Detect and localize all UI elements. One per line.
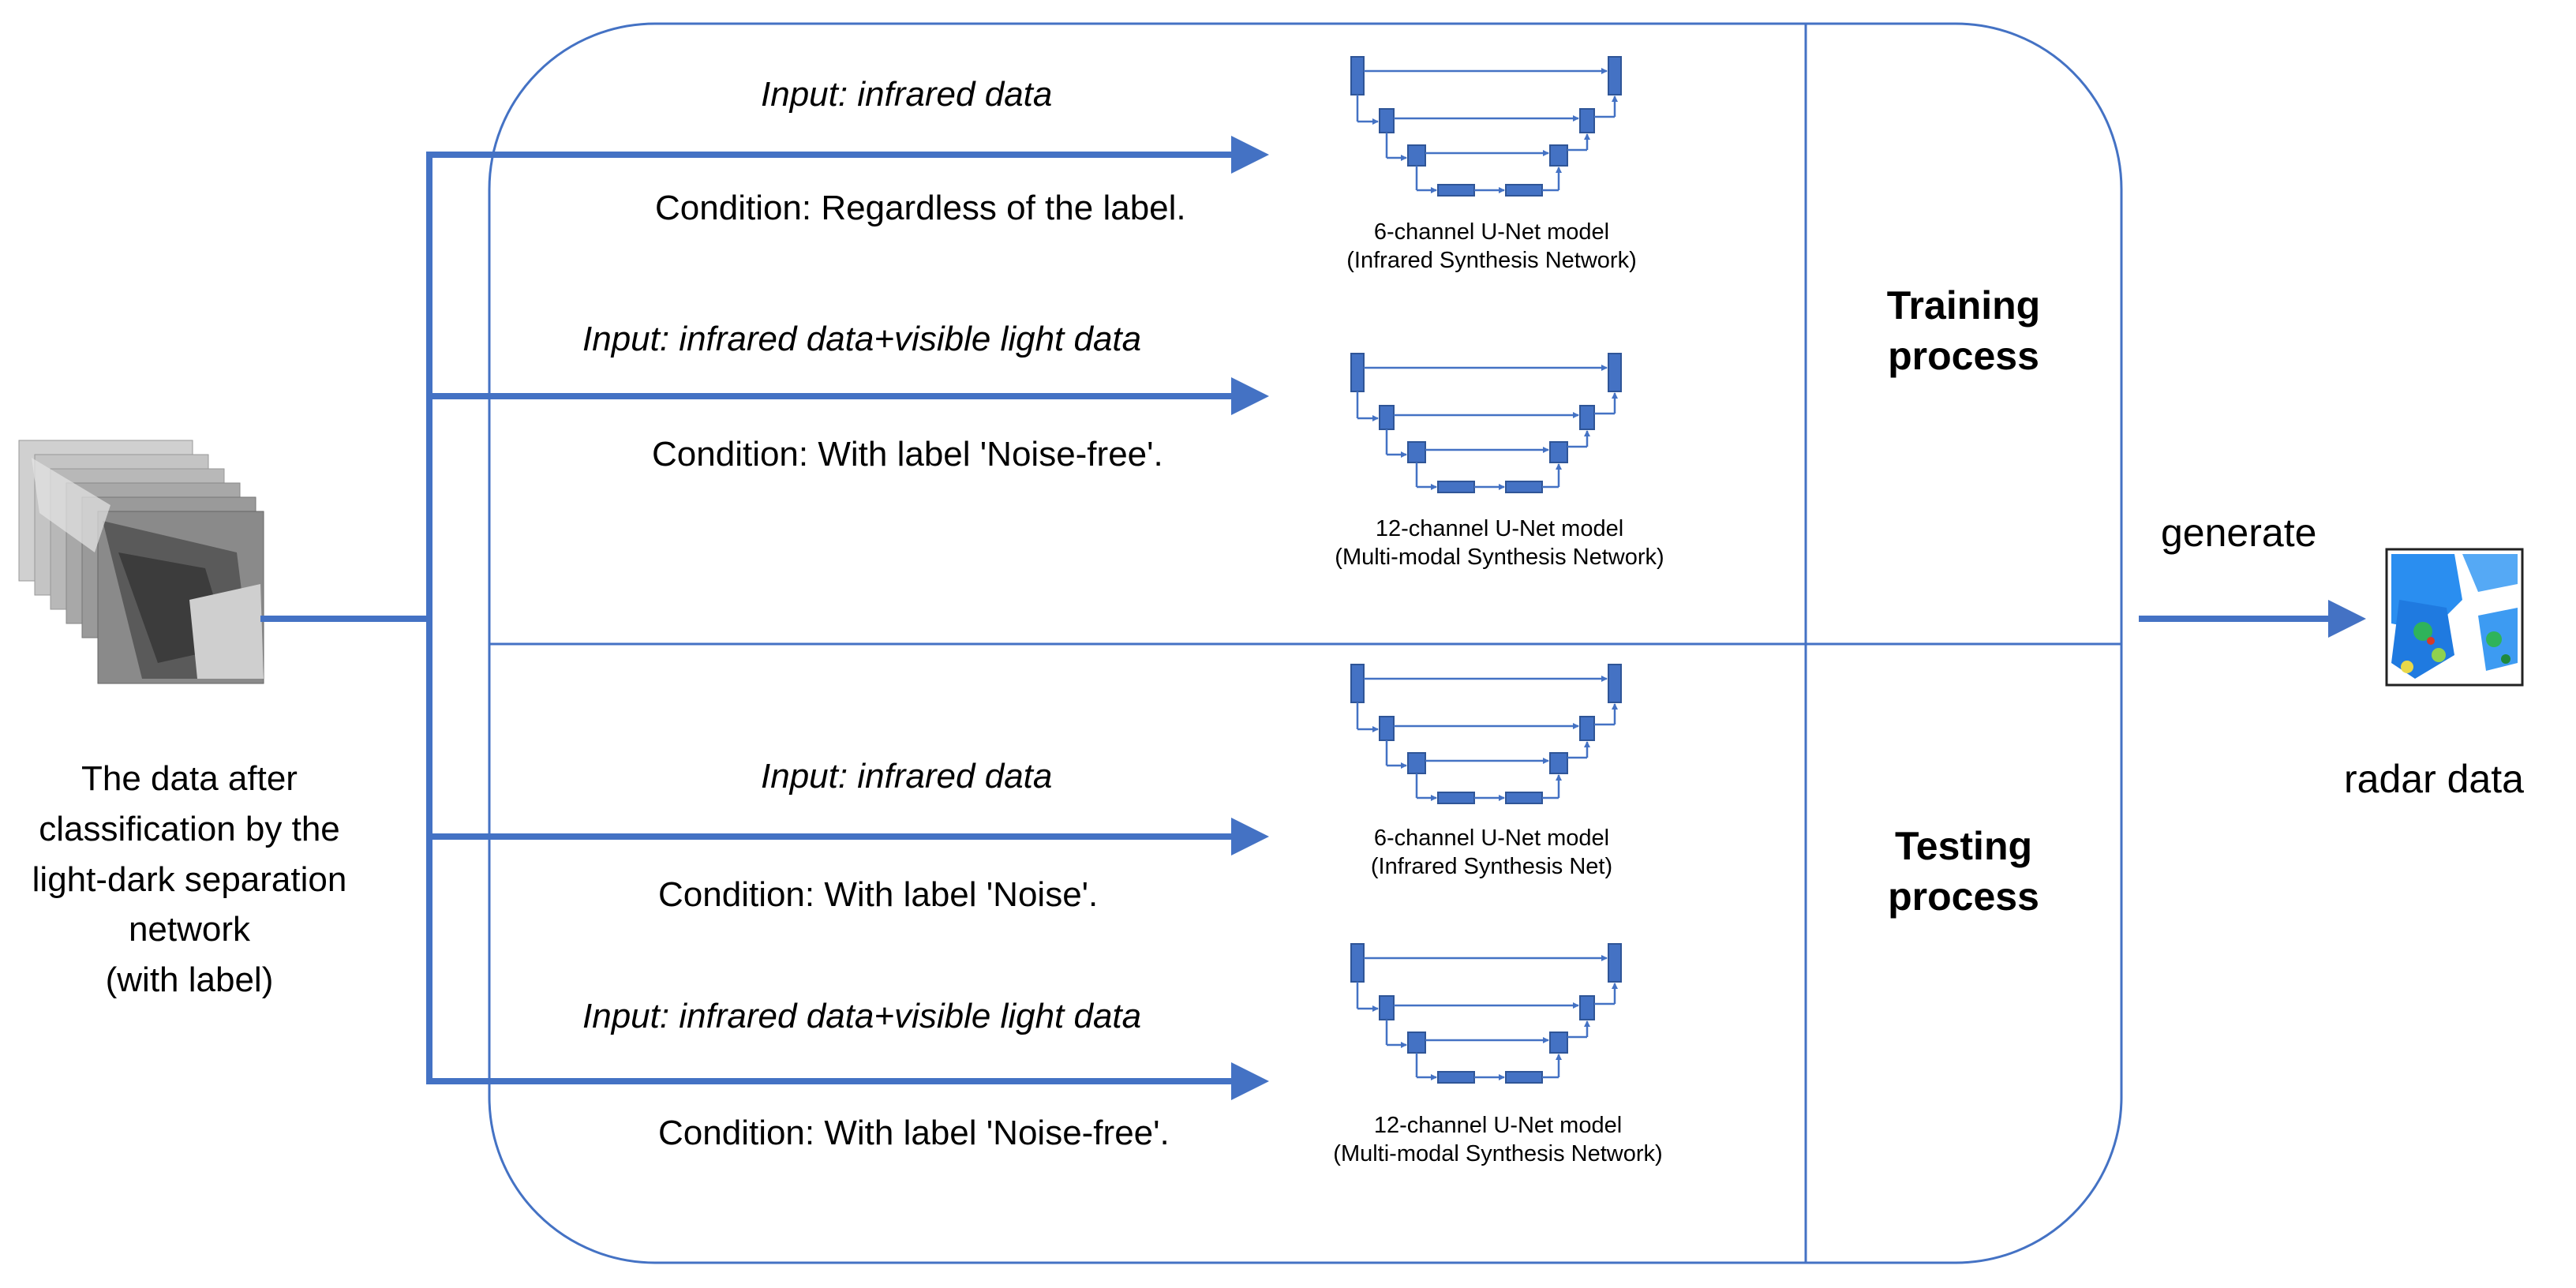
- unet-block: [1505, 481, 1543, 493]
- branch-2-model-caption: 12-channel U-Net model (Multi-modal Synt…: [1263, 515, 1736, 572]
- unet-block: [1549, 441, 1568, 463]
- unet-block: [1350, 664, 1365, 703]
- input-description-line: (with label): [105, 960, 274, 1000]
- unet-icons: [1350, 56, 1622, 1084]
- input-description-line: The data after: [81, 759, 298, 798]
- unet-block: [1407, 441, 1426, 463]
- model-network: (Multi-modal Synthesis Network): [1333, 1141, 1663, 1167]
- testing-process-label: Testing process: [1837, 821, 2090, 922]
- input-description-line: light-dark separation: [32, 859, 347, 899]
- input-description: The data after classification by the lig…: [0, 754, 379, 1005]
- phase-line: Testing: [1894, 824, 2033, 868]
- phase-line: process: [1888, 874, 2039, 919]
- unet-block: [1407, 1032, 1426, 1054]
- unet-block: [1579, 995, 1595, 1020]
- unet-block: [1379, 108, 1395, 133]
- branch-2-condition-label: Condition: With label 'Noise-free'.: [652, 435, 1163, 474]
- satellite-image-stack: [18, 440, 264, 684]
- unet-block: [1608, 664, 1622, 703]
- model-title: 12-channel U-Net model: [1373, 1113, 1623, 1138]
- unet-block: [1379, 716, 1395, 741]
- branch-4-input-label: Input: infrared data+visible light data: [582, 997, 1142, 1035]
- branch-3-input-label: Input: infrared data: [761, 757, 1053, 796]
- branch-1-condition-label: Condition: Regardless of the label.: [655, 189, 1186, 227]
- unet-block: [1379, 995, 1395, 1020]
- model-network: (Multi-modal Synthesis Network): [1335, 545, 1664, 571]
- unet-block: [1549, 144, 1568, 167]
- branch-4-condition-label: Condition: With label 'Noise-free'.: [658, 1114, 1170, 1152]
- branch-1-input-label: Input: infrared data: [761, 75, 1053, 114]
- branch-4-model-caption: 12-channel U-Net model (Multi-modal Synt…: [1261, 1111, 1735, 1169]
- phase-line: Training: [1886, 283, 2041, 328]
- unet-block: [1437, 481, 1475, 493]
- unet-block: [1437, 1071, 1475, 1084]
- model-network: (Infrared Synthesis Net): [1370, 854, 1613, 880]
- unet-block: [1350, 56, 1365, 95]
- unet-block: [1549, 752, 1568, 774]
- input-description-line: network: [128, 910, 251, 949]
- unet-block: [1437, 184, 1475, 197]
- unet-block: [1350, 353, 1365, 392]
- unet-block: [1505, 184, 1543, 197]
- radar-output-image: [2385, 548, 2524, 687]
- unet-icon: [1350, 664, 1622, 804]
- unet-block: [1608, 943, 1622, 983]
- unet-block: [1407, 144, 1426, 167]
- unet-block: [1608, 353, 1622, 392]
- unet-icon: [1350, 353, 1622, 493]
- unet-block: [1350, 943, 1365, 983]
- unet-block: [1549, 1032, 1568, 1054]
- branch-1-model-caption: 6-channel U-Net model (Infrared Synthesi…: [1255, 218, 1728, 275]
- training-process-label: Training process: [1837, 280, 2090, 381]
- unet-block: [1608, 56, 1622, 95]
- unet-block: [1579, 405, 1595, 430]
- branch-connectors: [260, 136, 2366, 1100]
- model-title: 6-channel U-Net model: [1373, 826, 1610, 851]
- model-title: 6-channel U-Net model: [1373, 219, 1610, 245]
- unet-icon: [1350, 56, 1622, 197]
- unet-block: [1505, 1071, 1543, 1084]
- branch-3-model-caption: 6-channel U-Net model (Infrared Synthesi…: [1255, 824, 1728, 882]
- unet-block: [1379, 405, 1395, 430]
- unet-block: [1437, 792, 1475, 804]
- unet-block: [1579, 716, 1595, 741]
- unet-block: [1505, 792, 1543, 804]
- model-network: (Infrared Synthesis Network): [1346, 248, 1637, 274]
- unet-icon: [1350, 943, 1622, 1084]
- unet-block: [1407, 752, 1426, 774]
- radar-data-label: radar data: [2344, 757, 2524, 801]
- generate-label: generate: [2161, 511, 2317, 555]
- branch-3-condition-label: Condition: With label 'Noise'.: [658, 875, 1099, 914]
- phase-line: process: [1888, 334, 2039, 378]
- model-title: 12-channel U-Net model: [1375, 516, 1624, 541]
- input-description-line: classification by the: [39, 809, 340, 848]
- unet-block: [1579, 108, 1595, 133]
- branch-2-input-label: Input: infrared data+visible light data: [582, 320, 1142, 358]
